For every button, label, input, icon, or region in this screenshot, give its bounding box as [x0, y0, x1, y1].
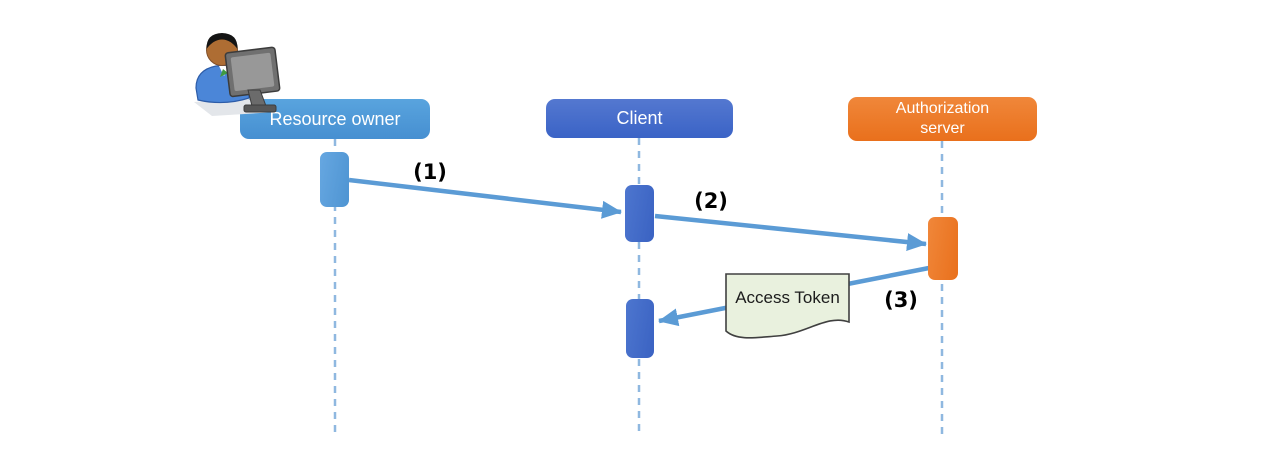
actor-label-authorization-server: Authorization server	[895, 100, 990, 137]
access-token-document-shape	[725, 273, 850, 339]
actor-box-authorization-server: Authorization server	[848, 97, 1037, 141]
actor-box-client: Client	[546, 99, 733, 138]
person-tie	[220, 69, 228, 77]
monitor-base	[243, 104, 277, 113]
step-label-3: (3)	[884, 288, 918, 312]
activation-bar-authorization-server	[928, 217, 958, 280]
step-label-1: (1)	[413, 160, 447, 184]
message-arrow-2	[654, 213, 927, 251]
user-at-computer-icon	[194, 33, 281, 116]
person-hair	[206, 33, 238, 49]
actor-label-resource-owner: Resource owner	[269, 108, 401, 129]
message-arrow-1	[348, 177, 622, 219]
activation-bar-resource-owner	[320, 152, 349, 207]
activation-bar-client-1	[625, 185, 654, 242]
step-label-2: (2)	[694, 189, 728, 213]
activation-bar-client-2	[626, 299, 654, 358]
actor-label-client: Client	[616, 108, 663, 128]
monitor	[224, 46, 281, 98]
access-token-note: Access Token	[735, 288, 840, 307]
